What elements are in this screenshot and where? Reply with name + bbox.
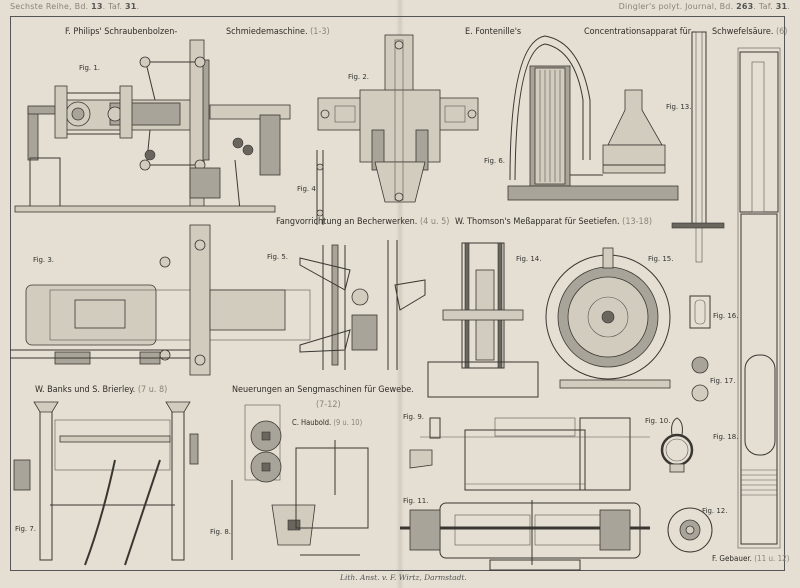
journal-plate-prefix: Taf. (758, 2, 773, 11)
section-title-gebauer: F. Gebauer. (11 u. 12) (712, 554, 790, 563)
lithographer-credit: Lith. Anst. v. F. Wirtz, Darmstadt. (340, 573, 467, 582)
header-left: Sechste Reihe, Bd. 13. Taf. 31. (10, 2, 140, 11)
fig-label-2: Fig. 2. (348, 73, 370, 81)
title-fangvorrichtung: Fangvorrichtung an Becherwerken. (276, 217, 418, 227)
section-title-banks: W. Banks und S. Brierley. (7 u. 8) (35, 385, 167, 395)
fig-label-4: Fig. 4. (297, 185, 319, 193)
fig-label-9: Fig. 9. (403, 413, 425, 421)
ref-sengmaschinen: (7-12) (316, 400, 341, 410)
fig-label-15: Fig. 15. (648, 255, 674, 263)
fig15-drawing (545, 247, 671, 389)
section-title-philips-b: Schmiedemaschine. (1-3) (226, 27, 330, 37)
fig7-drawing (13, 401, 199, 566)
volume-number: 13 (91, 2, 103, 11)
ref-thomson: (13-18) (622, 217, 653, 227)
fig12-drawing (667, 507, 713, 553)
header-right: Dingler's polyt. Journal, Bd. 263. Taf. … (618, 2, 790, 11)
fig11-drawing (400, 500, 650, 571)
section-title-sengmaschinen: Neuerungen an Sengmaschinen für Gewebe. (232, 385, 414, 395)
title-fontenille-b: Concentrationsapparat für (584, 27, 692, 37)
title-haubold: C. Haubold. (292, 418, 332, 427)
plate-prefix: Taf. (108, 2, 123, 11)
fig18-drawing (737, 47, 781, 549)
fig-label-7: Fig. 7. (15, 525, 37, 533)
plate-border (10, 16, 785, 571)
title-philips-b: Schmiedemaschine. (226, 27, 308, 37)
fig-label-5: Fig. 5. (267, 253, 289, 261)
section-ref-sengmaschinen: (7-12) (316, 400, 341, 410)
page-fold (396, 0, 404, 588)
ref-banks: (7 u. 8) (137, 385, 168, 395)
fig-label-11: Fig. 11. (403, 497, 429, 505)
title-sengmaschinen: Neuerungen an Sengmaschinen für Gewebe. (232, 385, 414, 395)
section-title-fontenille-c: Schwefelsäure. (6) (712, 27, 787, 37)
fig-label-18: Fig. 18. (713, 433, 739, 441)
fig16-17-drawing (689, 295, 711, 402)
fig-label-16: Fig. 16. (713, 312, 739, 320)
fig6-drawing (507, 35, 679, 201)
fig-label-14: Fig. 14. (516, 255, 542, 263)
fig-label-1: Fig. 1. (79, 64, 101, 72)
section-title-fontenille-b: Concentrationsapparat für (584, 27, 691, 37)
title-philips-a: F. Philips' Schraubenbolzen- (65, 27, 178, 37)
title-fontenille-c: Schwefelsäure. (712, 27, 774, 37)
ref-fontenille: (6) (776, 27, 788, 37)
journal-volume: 263 (736, 2, 754, 11)
fig-label-3: Fig. 3. (33, 256, 55, 264)
fig14-drawing (427, 242, 539, 398)
title-thomson: W. Thomson's Meßapparat für Seetiefen. (455, 217, 620, 227)
fig-label-12: Fig. 12. (702, 507, 728, 515)
title-fontenille-a: E. Fontenille's (465, 27, 522, 37)
journal-label: Dingler's polyt. Journal, Bd. (618, 2, 734, 11)
fig5-drawing (299, 240, 426, 370)
plate-number: 31 (124, 2, 137, 11)
fig-label-17: Fig. 17. (710, 377, 736, 385)
fig4-drawing (316, 150, 324, 225)
fig-label-13: Fig. 13. (666, 103, 692, 111)
section-title-philips: F. Philips' Schraubenbolzen- (65, 27, 177, 37)
section-title-fontenille: E. Fontenille's (465, 27, 521, 37)
fig2-drawing (317, 34, 479, 203)
journal-plate-number: 31 (775, 2, 788, 11)
section-title-thomson: W. Thomson's Meßapparat für Seetiefen. (… (455, 217, 652, 227)
fig8-drawing (231, 404, 369, 560)
ref-philips: (1-3) (310, 27, 330, 37)
fig1-drawing (14, 39, 291, 213)
title-banks: W. Banks und S. Brierley. (35, 385, 136, 395)
fig-label-6: Fig. 6. (484, 157, 506, 165)
fig13-drawing (671, 31, 725, 263)
ref-fangvorrichtung: (4 u. 5) (419, 217, 450, 227)
series-label: Sechste Reihe, Bd. (10, 2, 89, 11)
ref-haubold: (9 u. 10) (333, 418, 363, 427)
fig3-drawing (10, 224, 311, 376)
fig10-drawing (660, 417, 694, 473)
section-title-fangvorrichtung: Fangvorrichtung an Becherwerken. (4 u. 5… (276, 217, 449, 227)
fig-label-8: Fig. 8. (210, 528, 232, 536)
section-title-haubold: C. Haubold. (9 u. 10) (292, 418, 362, 427)
fig9-drawing (409, 417, 650, 491)
ref-gebauer: (11 u. 12) (754, 554, 790, 563)
title-gebauer: F. Gebauer. (712, 554, 752, 563)
fig-label-10: Fig. 10. (645, 417, 671, 425)
